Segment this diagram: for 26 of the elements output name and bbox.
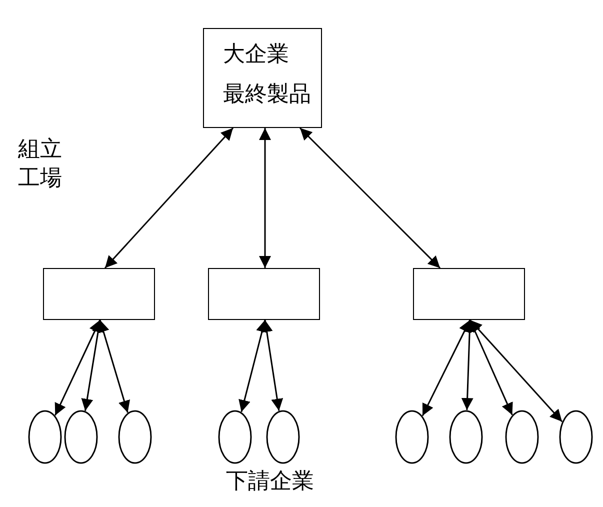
ellipse-node — [118, 410, 152, 464]
ellipse-node — [64, 410, 98, 464]
ellipse-node — [559, 410, 593, 464]
ellipse-node — [28, 410, 62, 464]
box-text: 大企業 — [223, 44, 289, 66]
ellipse-node — [218, 410, 252, 464]
ellipse-node — [395, 410, 429, 464]
double-arrow — [260, 320, 284, 411]
double-arrow — [54, 320, 101, 416]
double-arrow — [469, 320, 563, 422]
double-arrow — [299, 127, 441, 269]
double-arrow — [104, 128, 234, 268]
empty-box — [208, 268, 320, 320]
side-label: 組立工場 — [18, 136, 63, 193]
caption-label: 下請企業 — [226, 468, 314, 496]
company-box — [203, 28, 322, 128]
empty-box — [43, 268, 155, 320]
ellipse-node — [505, 410, 539, 464]
double-arrow — [259, 128, 271, 268]
ellipse-node — [266, 410, 300, 464]
double-arrow — [238, 320, 268, 412]
box-text: 最終製品 — [223, 84, 311, 106]
double-arrow — [422, 320, 471, 416]
ellipse-node — [449, 410, 483, 464]
empty-box — [413, 268, 525, 320]
double-arrow — [98, 320, 130, 413]
